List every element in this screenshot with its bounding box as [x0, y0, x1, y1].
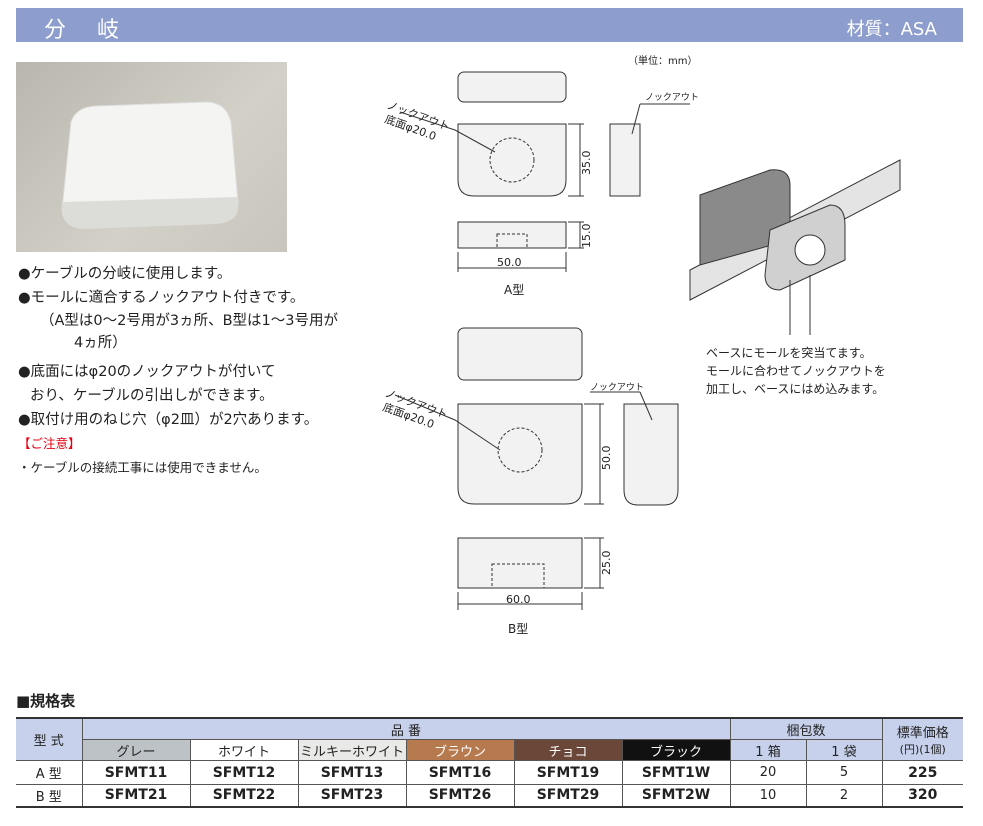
part-cell: SFMT16 — [405, 760, 515, 785]
box-header: 1 箱 — [729, 739, 807, 761]
table-row: A 型 SFMT11 SFMT12 SFMT13 SFMT16 SFMT19 S… — [16, 760, 963, 785]
price-cell: 225 — [881, 760, 963, 785]
bag-cell: 5 — [805, 760, 883, 785]
b-type-label: B型 — [508, 622, 528, 636]
a-height-dim: 35.0 — [580, 151, 593, 176]
feature-list: ●ケーブルの分岐に使用します。 ●モールに適合するノックアウト付きです。 （A型… — [18, 262, 388, 480]
b-width-dim: 60.0 — [506, 593, 531, 606]
feature-item: ●取付け用のねじ穴（φ2皿）が2穴あります。 — [18, 412, 319, 428]
part-cell: SFMT23 — [297, 784, 407, 808]
color-milky-white: ミルキーホワイト — [297, 739, 407, 761]
installation-caption: ベースにモールを突当てます。 モールに合わせてノックアウトを 加工し、ベースには… — [706, 344, 886, 398]
a-front-view — [457, 123, 567, 197]
pack-header: 梱包数 — [729, 717, 883, 740]
part-cell: SFMT12 — [189, 760, 299, 785]
part-cell: SFMT21 — [81, 784, 191, 808]
b-side-view — [623, 403, 679, 506]
section-title: 分 岐 — [44, 18, 131, 43]
part-cell: SFMT2W — [621, 784, 731, 808]
feature-item: ●底面にはφ20のノックアウトが付いて — [18, 364, 276, 380]
product-image — [61, 101, 239, 229]
product-photo — [16, 62, 287, 252]
a-depth-dim: 15.0 — [580, 224, 593, 249]
table-row: B 型 SFMT21 SFMT22 SFMT23 SFMT26 SFMT29 S… — [16, 784, 963, 808]
knockout-label: ノックアウト — [590, 382, 644, 393]
color-gray: グレー — [82, 739, 191, 761]
box-cell: 10 — [729, 784, 807, 808]
knockout-label: ノックアウト — [645, 92, 699, 103]
price-unit: (円)(1個) — [899, 743, 946, 756]
feature-item: ●ケーブルの分岐に使用します。 — [18, 266, 232, 282]
a-side-view — [609, 123, 641, 197]
caution-text: ・ケーブルの接続工事には使用できません。 — [18, 460, 267, 475]
color-black: ブラック — [621, 739, 731, 761]
b-front-view — [457, 403, 583, 505]
part-header: 品 番 — [81, 717, 731, 740]
part-cell: SFMT19 — [513, 760, 623, 785]
part-cell: SFMT29 — [513, 784, 623, 808]
a-type-label: A型 — [504, 283, 524, 297]
feature-item: ●モールに適合するノックアウト付きです。 — [18, 290, 305, 306]
unit-label: （単位：mm） — [628, 54, 697, 67]
part-cell: SFMT26 — [405, 784, 515, 808]
a-top-view — [457, 71, 567, 103]
spec-table-title: ■規格表 — [16, 692, 76, 710]
price-cell: 320 — [881, 784, 963, 808]
material-label: 材質：ASA — [846, 19, 937, 40]
b-bottom-view — [457, 537, 583, 589]
caution-title: 【ご注意】 — [18, 436, 81, 451]
a-width-dim: 50.0 — [497, 256, 522, 269]
a-bottom-view — [457, 221, 567, 249]
b-top-view — [457, 327, 583, 381]
model-header: 型 式 — [16, 717, 83, 761]
caption-line: モールに合わせてノックアウトを — [706, 364, 886, 378]
model-cell: B 型 — [16, 784, 83, 808]
feature-item: 4ヵ所） — [74, 335, 127, 351]
caption-line: 加工し、ベースにはめ込みます。 — [706, 382, 885, 396]
part-cell: SFMT11 — [81, 760, 191, 785]
part-cell: SFMT1W — [621, 760, 731, 785]
b-depth-dim: 25.0 — [600, 551, 613, 576]
bag-cell: 2 — [805, 784, 883, 808]
section-header: 分 岐 材質：ASA — [16, 8, 963, 43]
dimension-drawings: （単位：mm） ノックアウト 底面φ20.0 ノックアウト 35.0 15.0 … — [381, 54, 901, 636]
part-cell: SFMT13 — [297, 760, 407, 785]
feature-item: おり、ケーブルの引出しができます。 — [30, 388, 274, 404]
caption-line: ベースにモールを突当てます。 — [706, 346, 872, 360]
price-header-label: 標準価格 — [896, 726, 949, 741]
b-height-dim: 50.0 — [600, 446, 613, 471]
feature-item: （A型は0～2号用が3ヵ所、B型は1～3号用が — [40, 313, 338, 329]
price-header: 標準価格 (円)(1個) — [881, 717, 963, 761]
color-brown: ブラウン — [405, 739, 515, 761]
box-cell: 20 — [729, 760, 807, 785]
spec-table: 型 式 品 番 梱包数 標準価格 (円)(1個) グレー ホワイト ミルキーホワイ… — [16, 717, 963, 808]
color-choco: チョコ — [513, 739, 623, 761]
bag-header: 1 袋 — [805, 739, 882, 761]
model-cell: A 型 — [16, 760, 83, 785]
color-white: ホワイト — [189, 739, 299, 761]
part-cell: SFMT22 — [189, 784, 299, 808]
